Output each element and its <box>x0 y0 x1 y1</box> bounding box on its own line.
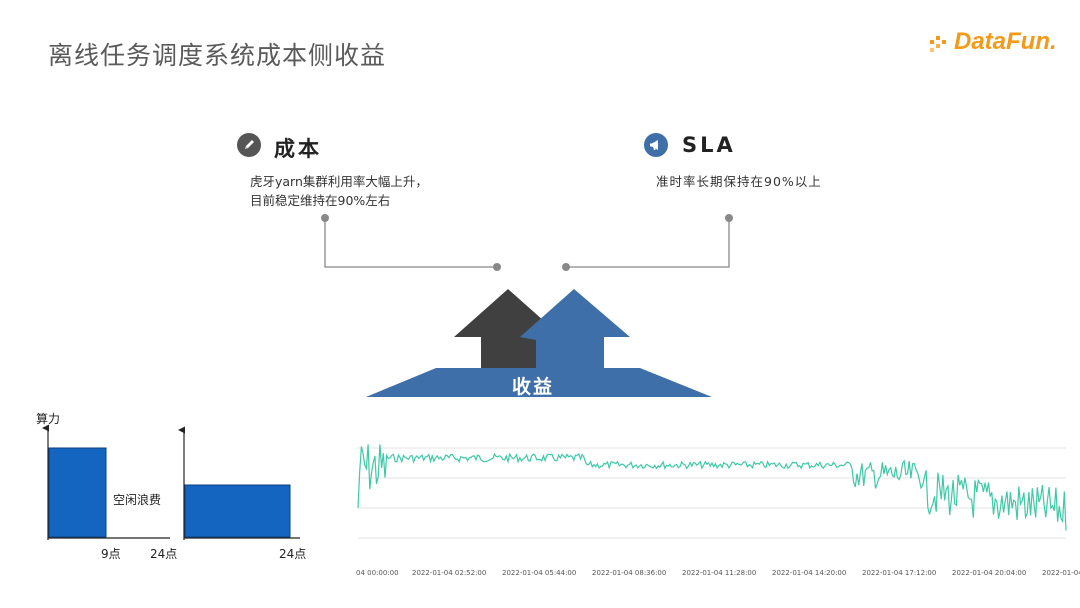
x-tick-label: 2022-01-04 20:04:00 <box>952 569 1027 577</box>
left-x-label-24: 24点 <box>150 547 178 561</box>
megaphone-icon <box>644 133 668 157</box>
cost-title: 成本 <box>274 137 322 161</box>
pencil-icon <box>237 133 261 157</box>
benefit-base <box>366 368 712 397</box>
sla-desc: 准时率长期保持在90%以上 <box>656 174 822 189</box>
right-x-label-24: 24点 <box>279 547 307 561</box>
x-tick-label: 2022-01-04 22:56:00 <box>1042 569 1080 577</box>
x-tick-label: 2022-01-04 11:28:00 <box>682 569 757 577</box>
cost-arrow <box>454 289 562 370</box>
benefit-label: 收益 <box>512 376 555 398</box>
connector-lines <box>321 214 733 271</box>
x-tick-label: 2022-01-04 02:52:00 <box>412 569 487 577</box>
x-tick-label: 2022-01-04 14:20:00 <box>772 569 847 577</box>
page-title: 离线任务调度系统成本侧收益 <box>48 41 387 70</box>
logo-dots-icon <box>930 36 946 52</box>
cost-desc-line2: 目前稳定维持在90%左右 <box>250 193 391 208</box>
logo-text: DataFun. <box>954 28 1057 55</box>
sla-arrow <box>520 289 630 372</box>
sla-title: SLA <box>682 133 736 157</box>
right-bar <box>184 484 291 538</box>
compute-y-label: 算力 <box>36 412 61 426</box>
left-bar <box>48 447 107 538</box>
x-tick-label: 04 00:00:00 <box>356 569 399 577</box>
utilization-series-line <box>357 444 1067 531</box>
cost-desc-line1: 虎牙yarn集群利用率大幅上升， <box>250 174 428 189</box>
x-tick-label: 2022-01-04 05:44:00 <box>502 569 577 577</box>
idle-label: 空闲浪费 <box>113 493 162 507</box>
left-x-label-9: 9点 <box>101 547 121 561</box>
x-tick-label: 2022-01-04 08:36:00 <box>592 569 667 577</box>
x-tick-label: 2022-01-04 17:12:00 <box>862 569 937 577</box>
datafun-logo: DataFun. <box>928 28 1068 60</box>
